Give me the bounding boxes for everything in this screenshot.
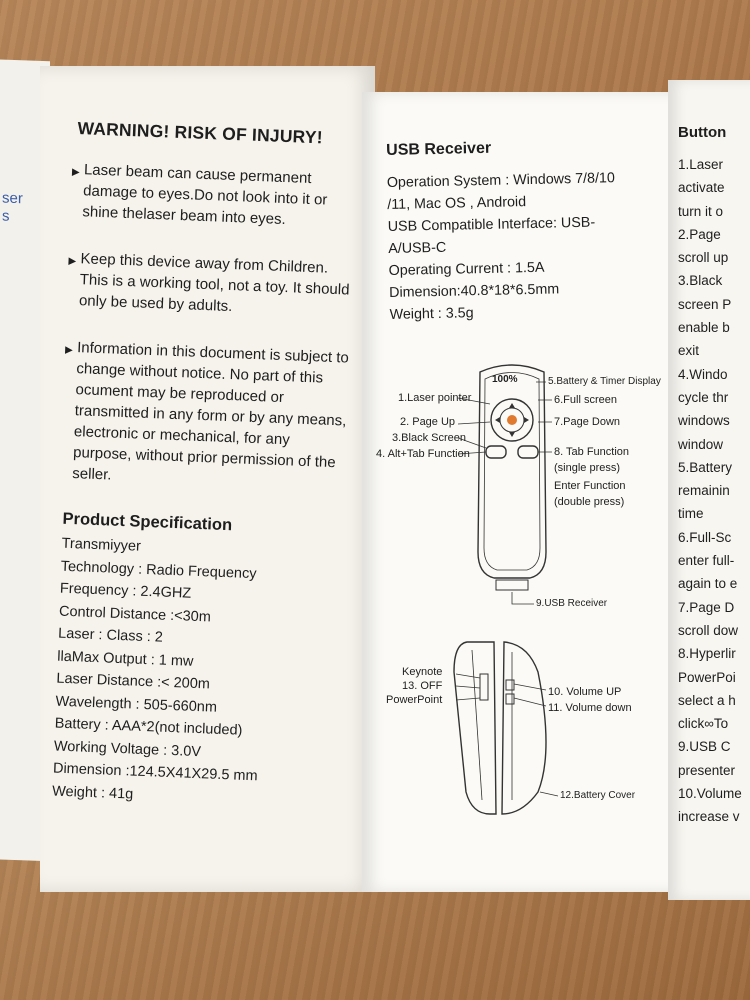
usb-spec-line: Weight : 3.5g [389, 305, 474, 323]
label-laser-pointer: 1.Laser pointer [398, 392, 472, 404]
triangle-bullet-icon: ▶ [71, 166, 80, 179]
buttons-line: 2.Page [678, 226, 721, 242]
label-double-press: (double press) [554, 496, 625, 508]
usb-receiver-slot [495, 579, 529, 591]
buttons-line: increase v [678, 809, 740, 825]
buttons-line: presenter [678, 762, 736, 778]
label-volume-up: 10. Volume UP [548, 686, 622, 698]
buttons-line: activate [678, 180, 725, 196]
buttons-line: enter full- [678, 553, 735, 569]
fragment-text: ser [2, 189, 23, 208]
buttons-line: 7.Page D [678, 599, 735, 615]
warning-text: Keep this device away from Children. Thi… [78, 250, 350, 316]
buttons-title: Button [678, 124, 727, 141]
buttons-panel: Button 1.Laser activate turn it o 2.Page… [668, 80, 750, 900]
buttons-line: exit [678, 343, 700, 359]
buttons-line: remainin [678, 483, 730, 499]
volume-up-key [505, 679, 515, 691]
fragment-text: s [2, 207, 10, 225]
buttons-line: again to e [678, 576, 738, 592]
label-black-screen: 3.Black Screen [392, 432, 466, 444]
buttons-line: 6.Full-Sc [678, 529, 732, 545]
buttons-line: select a h [678, 692, 736, 708]
presenter-drawing [453, 364, 559, 815]
warning-text: Information in this document is subject … [72, 339, 350, 484]
tab-button [517, 445, 539, 459]
warning-bullet: ▶ Laser beam can cause permanent damage … [71, 159, 356, 233]
buttons-line: 9.USB C [678, 739, 731, 755]
buttons-line: 10.Volume [678, 786, 742, 802]
remote-side-right-outline [501, 641, 547, 815]
buttons-line: time [678, 506, 704, 522]
label-battery-timer: 5.Battery & Timer Display [548, 376, 661, 387]
remote-front-outline [477, 364, 547, 579]
warning-bullet: ▶ Keep this device away from Children. T… [68, 248, 353, 322]
buttons-line: 8.Hyperlir [678, 646, 736, 662]
volume-down-key [505, 693, 515, 705]
buttons-line: 5.Battery [678, 459, 733, 475]
buttons-line: enable b [678, 320, 730, 336]
laser-indicator-icon [507, 415, 517, 425]
usb-receiver-panel: USB Receiver Operation System : Windows … [362, 92, 677, 892]
label-volume-down: 11. Volume down [548, 702, 632, 714]
warning-spec-panel: WARNING! RISK OF INJURY! ▶ Laser beam ca… [40, 66, 375, 892]
label-full-screen: 6.Full screen [554, 394, 617, 406]
label-off: 13. OFF [402, 680, 443, 692]
triangle-bullet-icon: ▶ [64, 344, 73, 356]
buttons-line: click∞To [678, 716, 729, 732]
label-page-up: 2. Page Up [400, 416, 456, 428]
buttons-line: 1.Laser [678, 157, 724, 172]
buttons-line: scroll up [678, 250, 729, 266]
label-usb-receiver: 9.USB Receiver [536, 598, 608, 609]
label-powerpoint: PowerPoint [386, 694, 443, 706]
mode-switch [479, 673, 489, 701]
buttons-line: window [678, 436, 724, 452]
label-keynote: Keynote [402, 666, 443, 678]
buttons-line: 4.Windo [678, 366, 728, 382]
label-enter-function: Enter Function [554, 480, 626, 492]
buttons-line: turn it o [678, 203, 724, 219]
battery-display-text: 100% [492, 374, 518, 385]
buttons-line: windows [678, 413, 730, 429]
label-single-press: (single press) [554, 462, 621, 474]
warning-bullet: ▶ Information in this document is subjec… [64, 337, 349, 495]
label-battery-cover: 12.Battery Cover [560, 790, 636, 801]
dpad-outer-ring [490, 398, 534, 442]
label-alt-tab: 4. Alt+Tab Function [376, 448, 470, 460]
warning-text: Laser beam can cause permanent damage to… [82, 161, 328, 229]
usb-receiver-title: USB Receiver [386, 139, 492, 159]
buttons-line: PowerPoi [678, 669, 736, 685]
black-screen-button [485, 445, 507, 459]
presenter-diagram: 100% 1.Laser pointer 2. Page Up 3.Black … [362, 352, 677, 822]
buttons-line: cycle thr [678, 389, 729, 405]
remote-side-left-outline [453, 641, 497, 815]
label-tab-function: 8. Tab Function [554, 446, 630, 458]
buttons-line: 3.Black [678, 273, 723, 289]
warning-title: WARNING! RISK OF INJURY! [77, 118, 324, 148]
triangle-bullet-icon: ▶ [68, 255, 77, 268]
buttons-line: screen P [678, 296, 732, 312]
buttons-line: scroll dow [678, 622, 739, 638]
label-page-down: 7.Page Down [554, 416, 621, 428]
